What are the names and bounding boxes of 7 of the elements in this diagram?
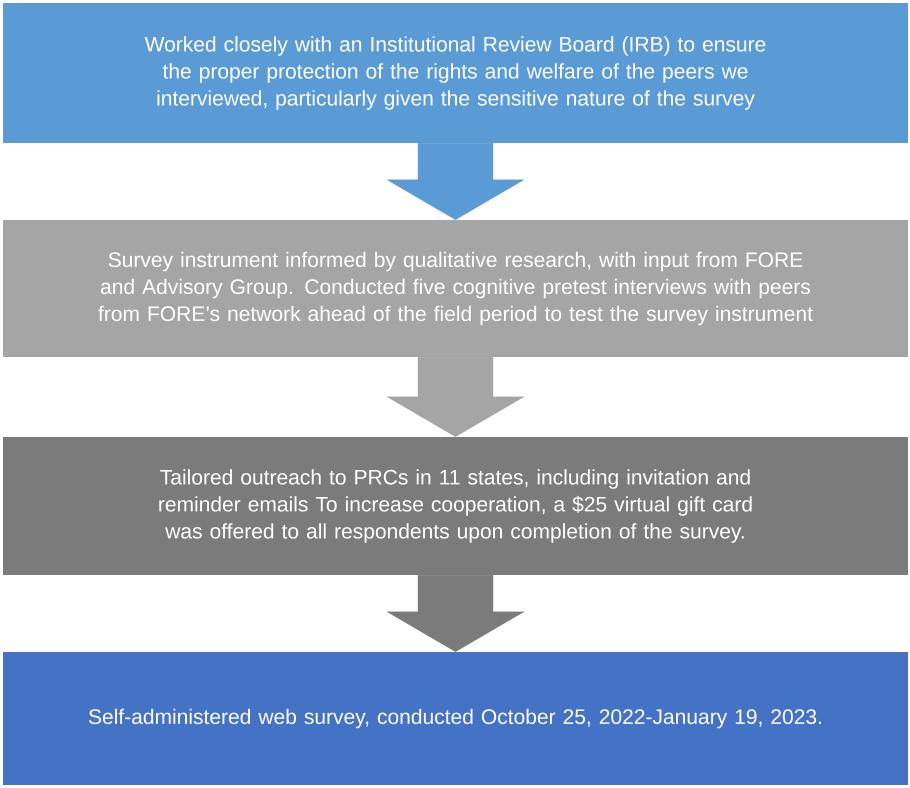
block-arrow [386, 143, 524, 220]
block-arrow [386, 357, 524, 437]
process-box: Tailored outreach to PRCs in 11 states, including invitation and reminder emails To increase cooperation, a $25 virtual gift card was offered to all respondents upon completion of the survey. [3, 437, 908, 575]
process-box: Worked closely with an Institutional Review Board (IRB) to ensure the proper protection of the rights and welfare of the peers we interviewed, particularly given the sensitive nature of the survey [3, 3, 908, 143]
process-box: Survey instrument informed by qualitative research, with input from FORE and Advisory Group. Conducted five cognitive pretest interviews with peers from FORE’s network ahead of the field period to test the survey instrument [3, 220, 908, 357]
process-box: Self-administered web survey, conducted October 25, 2022-January 19, 2023. [3, 652, 908, 785]
block-arrow [386, 575, 524, 652]
